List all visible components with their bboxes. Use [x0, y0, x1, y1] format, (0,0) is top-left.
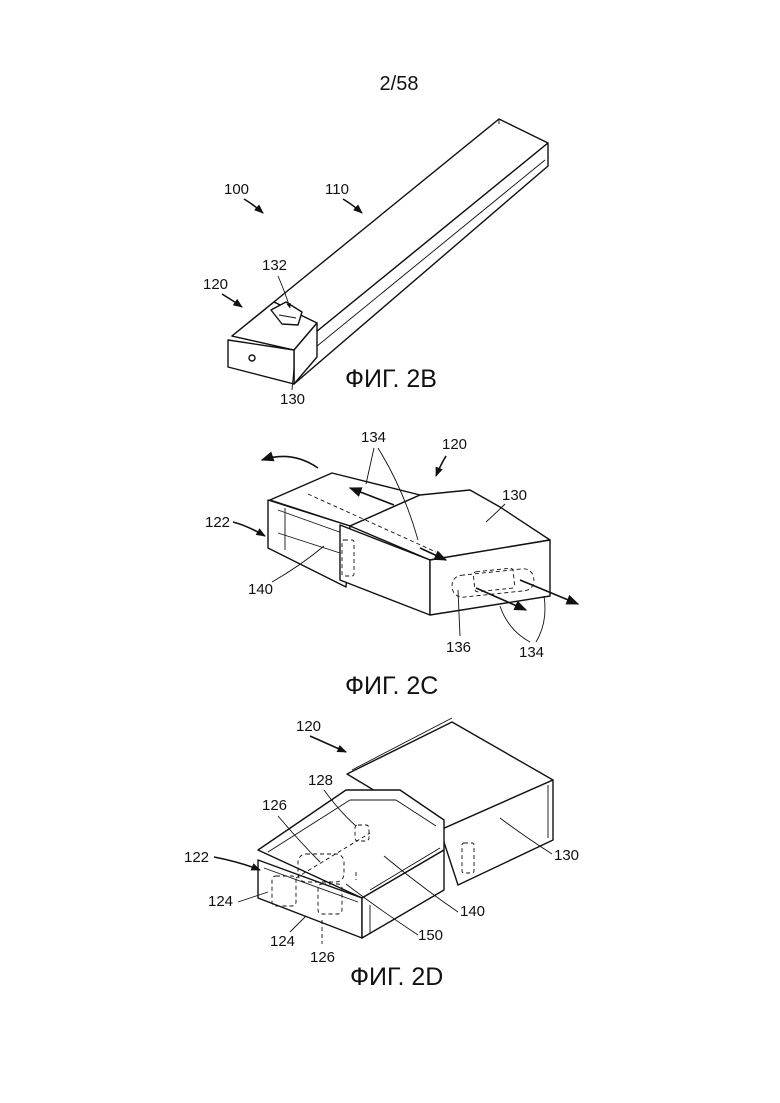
caption-fig-2c: ФИГ. 2C: [345, 672, 438, 700]
pod-assembly-drawing: [258, 718, 553, 944]
label-128: 128: [308, 772, 333, 789]
leader-124-b: [290, 916, 306, 932]
page-number: 2/58: [380, 73, 419, 95]
label-110: 110: [325, 181, 349, 198]
label-126-top: 126: [262, 797, 287, 814]
label-150: 150: [418, 927, 443, 944]
leader-110: [343, 199, 362, 213]
leader-134-bottom-a: [500, 606, 530, 642]
device-drawing: [228, 119, 548, 384]
leader-134-bottom-b: [536, 596, 545, 642]
label-130: 130: [554, 847, 579, 864]
leader-120: [436, 456, 446, 476]
leader-120: [310, 736, 346, 752]
label-124-b: 124: [270, 933, 295, 950]
leader-122: [214, 857, 260, 870]
label-120: 120: [296, 718, 321, 735]
caption-fig-2b: ФИГ. 2B: [345, 365, 437, 393]
label-134-top: 134: [361, 429, 386, 446]
label-122: 122: [184, 849, 209, 866]
leader-100: [244, 199, 263, 213]
flow-arrow-curved: [262, 456, 318, 468]
label-130: 130: [502, 487, 527, 504]
label-126-bottom: 126: [310, 949, 335, 966]
label-140: 140: [248, 581, 273, 598]
label-134-bottom: 134: [519, 644, 544, 661]
leader-122: [233, 522, 265, 536]
caption-fig-2d: ФИГ. 2D: [350, 963, 443, 991]
label-136: 136: [446, 639, 471, 656]
label-122: 122: [205, 514, 230, 531]
label-140: 140: [460, 903, 485, 920]
label-130: 130: [280, 391, 305, 408]
label-132: 132: [262, 257, 287, 274]
label-120: 120: [203, 276, 228, 293]
figure-2c: 134 120 130 122 140 136 134 ФИГ. 2C: [205, 429, 578, 700]
label-124-a: 124: [208, 893, 233, 910]
leader-134-top-a: [366, 448, 374, 484]
label-100: 100: [224, 181, 249, 198]
leader-120: [222, 294, 242, 307]
figure-2d: 120 128 126 130 122 124 124 126 140 150 …: [184, 718, 579, 991]
label-120: 120: [442, 436, 467, 453]
figure-2b: 100 110 120 132 130 ФИГ. 2B: [203, 119, 548, 408]
